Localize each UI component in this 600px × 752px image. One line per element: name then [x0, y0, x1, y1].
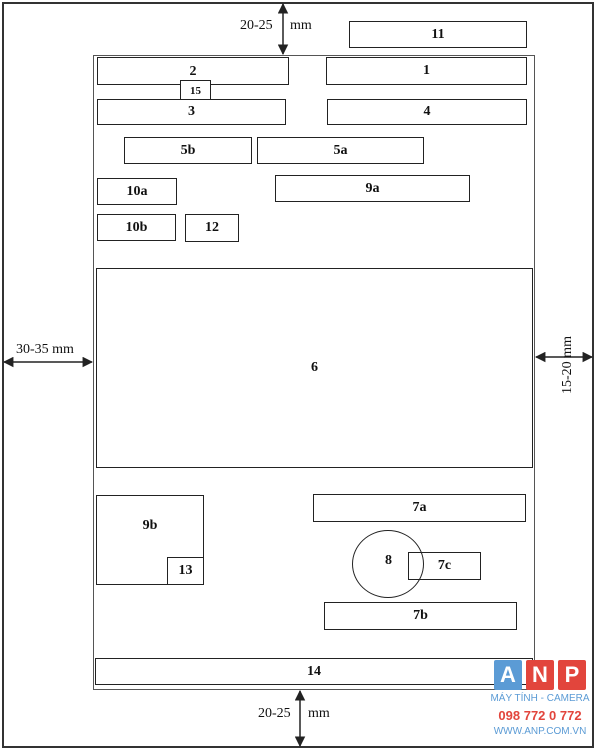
watermark-phone: 098 772 0 772: [498, 708, 582, 723]
box-9b-label: 9b: [142, 518, 158, 533]
box-9b: 9b: [96, 495, 204, 585]
bottom-margin-unit: mm: [308, 706, 330, 721]
box-7b: 7b: [324, 602, 517, 630]
box-1: 1: [326, 57, 527, 85]
box-5b: 5b: [124, 137, 252, 164]
box-7c-label: 7c: [437, 558, 452, 573]
anp-watermark: A N P MÁY TÍNH - CAMERA 098 772 0 772 WW…: [490, 660, 590, 745]
bottom-margin-label: 20-25: [258, 706, 291, 721]
box-12: 12: [185, 214, 239, 242]
box-15-label: 15: [190, 84, 201, 97]
watermark-tagline: MÁY TÍNH - CAMERA: [490, 693, 590, 704]
box-11: 11: [349, 21, 527, 48]
box-2: 2: [97, 57, 289, 85]
box-13: 13: [167, 557, 204, 585]
box-7a: 7a: [313, 494, 526, 522]
box-12-label: 12: [205, 220, 219, 235]
box-5b-label: 5b: [180, 142, 196, 158]
box-10b: 10b: [97, 214, 176, 241]
circle-8-label: 8: [385, 553, 392, 568]
box-14-label: 14: [307, 663, 321, 679]
box-9a: 9a: [275, 175, 470, 202]
box-2-label: 2: [189, 64, 197, 79]
box-3-label: 3: [188, 104, 195, 119]
box-11-label: 11: [431, 26, 445, 42]
left-margin-label: 30-35 mm: [16, 342, 74, 357]
watermark-site: WWW.ANP.COM.VN: [493, 726, 587, 737]
box-5a-label: 5a: [333, 142, 348, 158]
box-14: 14: [95, 658, 533, 685]
box-10a: 10a: [97, 178, 177, 205]
top-margin-unit: mm: [290, 18, 312, 33]
box-7b-label: 7b: [413, 608, 428, 623]
watermark-letter-p: P: [558, 660, 586, 690]
box-3: 3: [97, 99, 286, 125]
box-4-label: 4: [423, 104, 431, 119]
box-10a-label: 10a: [126, 183, 148, 199]
box-4: 4: [327, 99, 527, 125]
box-6: 6: [96, 268, 533, 468]
box-1-label: 1: [423, 63, 430, 78]
box-6-label: 6: [311, 360, 318, 375]
box-13-label: 13: [178, 563, 193, 578]
box-5a: 5a: [257, 137, 424, 164]
box-9a-label: 9a: [365, 180, 380, 196]
watermark-letter-a: A: [494, 660, 522, 690]
right-margin-label: 15-20 mm: [560, 336, 575, 394]
box-7c: 7c: [408, 552, 481, 580]
box-7a-label: 7a: [412, 500, 427, 515]
circle-8: 8: [352, 530, 424, 598]
box-10b-label: 10b: [125, 219, 148, 235]
top-margin-label: 20-25: [240, 18, 273, 33]
watermark-letter-n: N: [526, 660, 554, 690]
content-area-frame: [93, 55, 535, 690]
